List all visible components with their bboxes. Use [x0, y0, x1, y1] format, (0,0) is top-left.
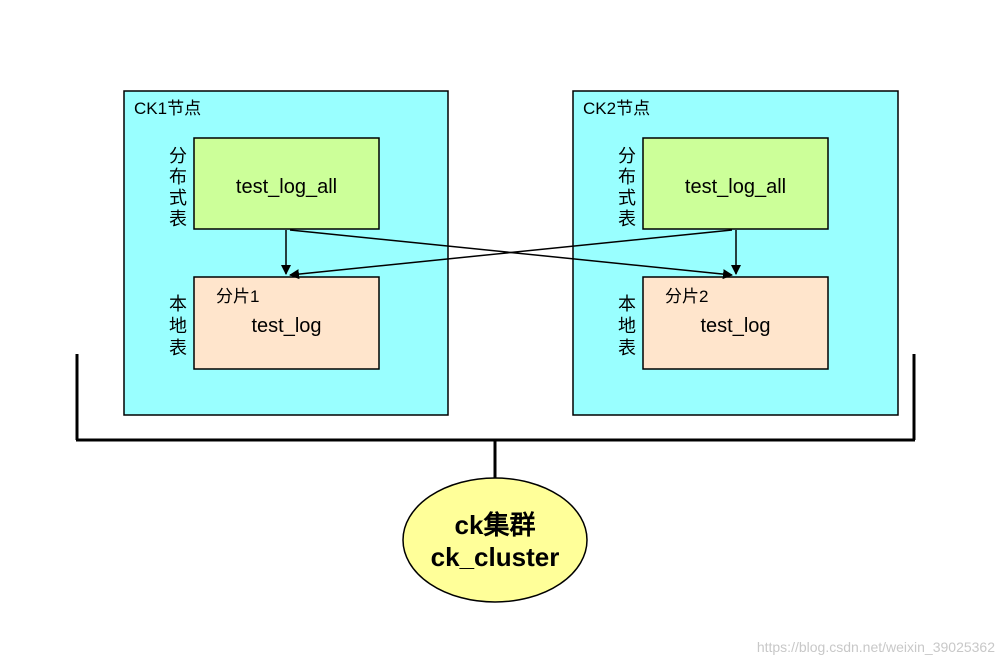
- node-ck2-shard-label: 分片2: [665, 287, 708, 306]
- cluster-name-en: ck_cluster: [431, 542, 560, 572]
- node-ck2-local-label-1: 本: [618, 294, 636, 314]
- node-ck2-distributed-label-1: 分: [618, 146, 636, 166]
- node-ck2-distributed-label-4: 表: [618, 209, 636, 229]
- cluster-ellipse: [402, 477, 588, 603]
- node-ck2-local-label-2: 地: [618, 316, 636, 336]
- node-ck1-distributed-table-name: test_log_all: [236, 176, 337, 198]
- node-ck2-distributed-label-2: 布: [618, 167, 636, 187]
- routing-arrows: [281, 229, 741, 280]
- node-ck2-local-table-box: [642, 276, 829, 370]
- node-ck1-distributed-table-box: [193, 137, 380, 230]
- node-ck1-distributed-label-3: 式: [169, 188, 187, 208]
- node-ck2-distributed-label-3: 式: [618, 188, 636, 208]
- node-ck1-local-label-1: 本: [169, 294, 187, 314]
- node-ck1-local-label-3: 表: [169, 338, 187, 358]
- node-ck1-local-table-name: test_log: [251, 315, 321, 337]
- node-ck1-title: CK1节点: [134, 99, 201, 118]
- node-ck2-distributed-table-box: [642, 137, 829, 230]
- node-ck1-local-table-box: [193, 276, 380, 370]
- arrow-ck2-dist-to-ck1-local: [289, 229, 733, 280]
- node-ck1-distributed-label-1: 分: [169, 146, 187, 166]
- cluster-bracket: [75, 354, 916, 478]
- node-ck2-local-table-name: test_log: [700, 315, 770, 337]
- node-ck1: CK1节点 分 布 式 表 test_log_all 本 地 表 分片1 tes…: [123, 90, 449, 416]
- cluster: ck集群 ck_cluster: [402, 477, 588, 603]
- cluster-name-cn: ck集群: [455, 510, 536, 540]
- node-ck2-local-label-3: 表: [618, 338, 636, 358]
- watermark: https://blog.csdn.net/weixin_39025362: [757, 639, 995, 655]
- node-ck1-shard-label: 分片1: [216, 287, 259, 306]
- node-ck2-title: CK2节点: [583, 99, 650, 118]
- node-ck1-local-label-2: 地: [169, 316, 187, 336]
- node-ck1-distributed-label-2: 布: [169, 167, 187, 187]
- node-ck2-distributed-table-name: test_log_all: [685, 176, 786, 198]
- node-ck1-distributed-label-4: 表: [169, 209, 187, 229]
